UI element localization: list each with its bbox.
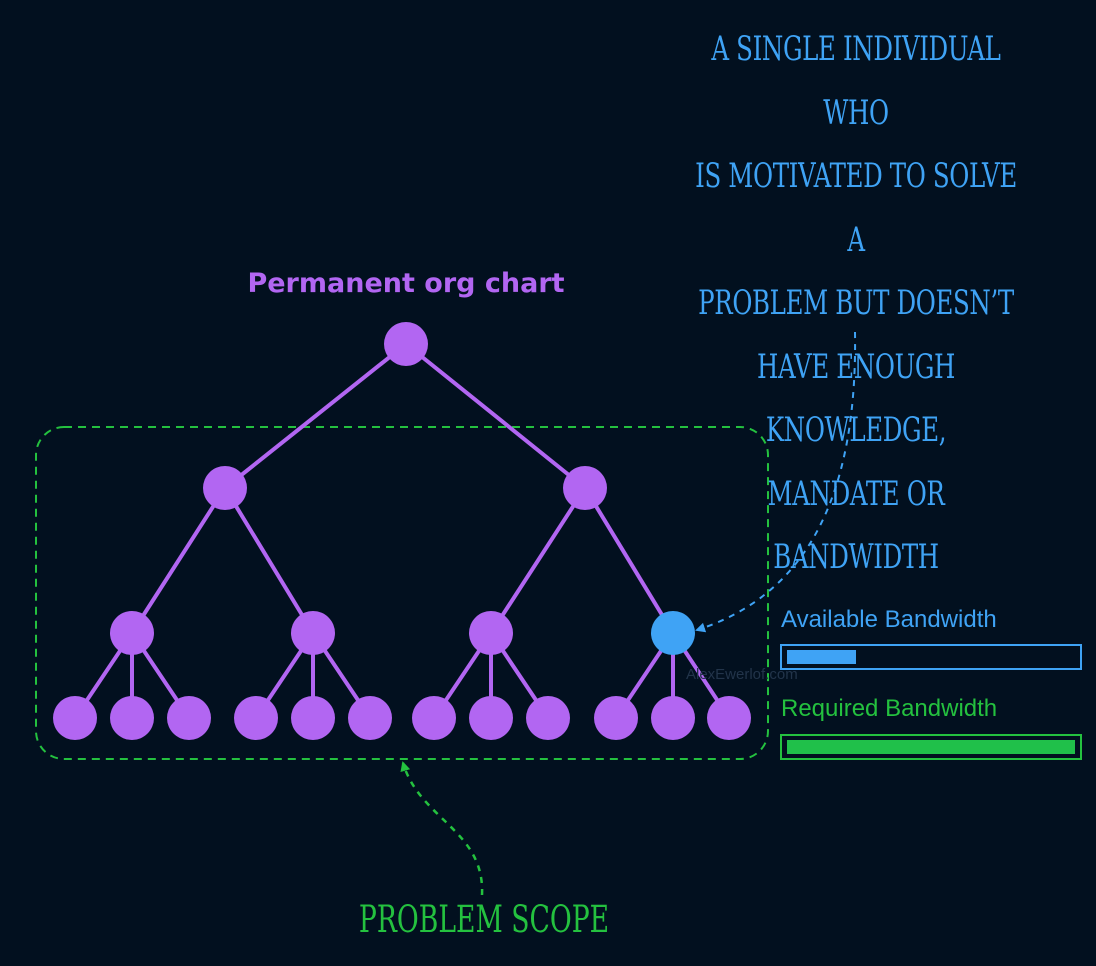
callout-line: HAVE ENOUGH KNOWLEDGE, [756, 346, 956, 451]
available-bandwidth-fill [787, 650, 857, 664]
org-node-leaf [291, 696, 335, 740]
org-edge [223, 342, 408, 490]
watermark: AlexEwerlof.com [686, 666, 798, 683]
org-node-leaf [348, 696, 392, 740]
org-edge [404, 342, 587, 490]
org-node-leaf [526, 696, 570, 740]
org-node-leaf [469, 696, 513, 740]
org-chart-title: Permanent org chart [247, 268, 565, 299]
org-node-highlighted [651, 611, 695, 655]
org-node-leaf [594, 696, 638, 740]
org-node-leaf [234, 696, 278, 740]
org-edge [489, 486, 587, 635]
org-node-leaf [110, 696, 154, 740]
org-node [469, 611, 513, 655]
problem-scope-box [35, 426, 769, 760]
problem-scope-label: PROBLEM SCOPE [358, 898, 610, 941]
org-node [203, 466, 247, 510]
scope-arrow [400, 761, 484, 896]
org-node-leaf [651, 696, 695, 740]
callout-text: A SINGLE INDIVIDUAL WHO IS MOTIVATED TO … [692, 18, 1020, 590]
org-node [563, 466, 607, 510]
required-bandwidth-bar [780, 734, 1082, 760]
org-node-leaf [167, 696, 211, 740]
org-edge [223, 486, 315, 635]
org-node-leaf [412, 696, 456, 740]
callout-line: PROBLEM BUT DOESN’T [698, 283, 1014, 323]
org-node [110, 611, 154, 655]
org-node [291, 611, 335, 655]
required-bandwidth-fill [787, 740, 1075, 754]
callout-line: MANDATE OR BANDWIDTH [767, 473, 945, 578]
org-node-leaf [53, 696, 97, 740]
callout-line: IS MOTIVATED TO SOLVE A [695, 156, 1017, 260]
org-node-root [384, 322, 428, 366]
org-chart-nodes [53, 322, 751, 740]
org-edge [583, 486, 675, 635]
required-bandwidth-label: Required Bandwidth [781, 695, 998, 722]
org-chart-edges [73, 342, 731, 720]
available-bandwidth-label: Available Bandwidth [781, 606, 997, 633]
callout-line: A SINGLE INDIVIDUAL WHO [711, 29, 1001, 133]
org-node-leaf [707, 696, 751, 740]
org-edge [130, 486, 227, 635]
available-bandwidth-bar [780, 644, 1082, 670]
callout-arrow [695, 331, 857, 633]
